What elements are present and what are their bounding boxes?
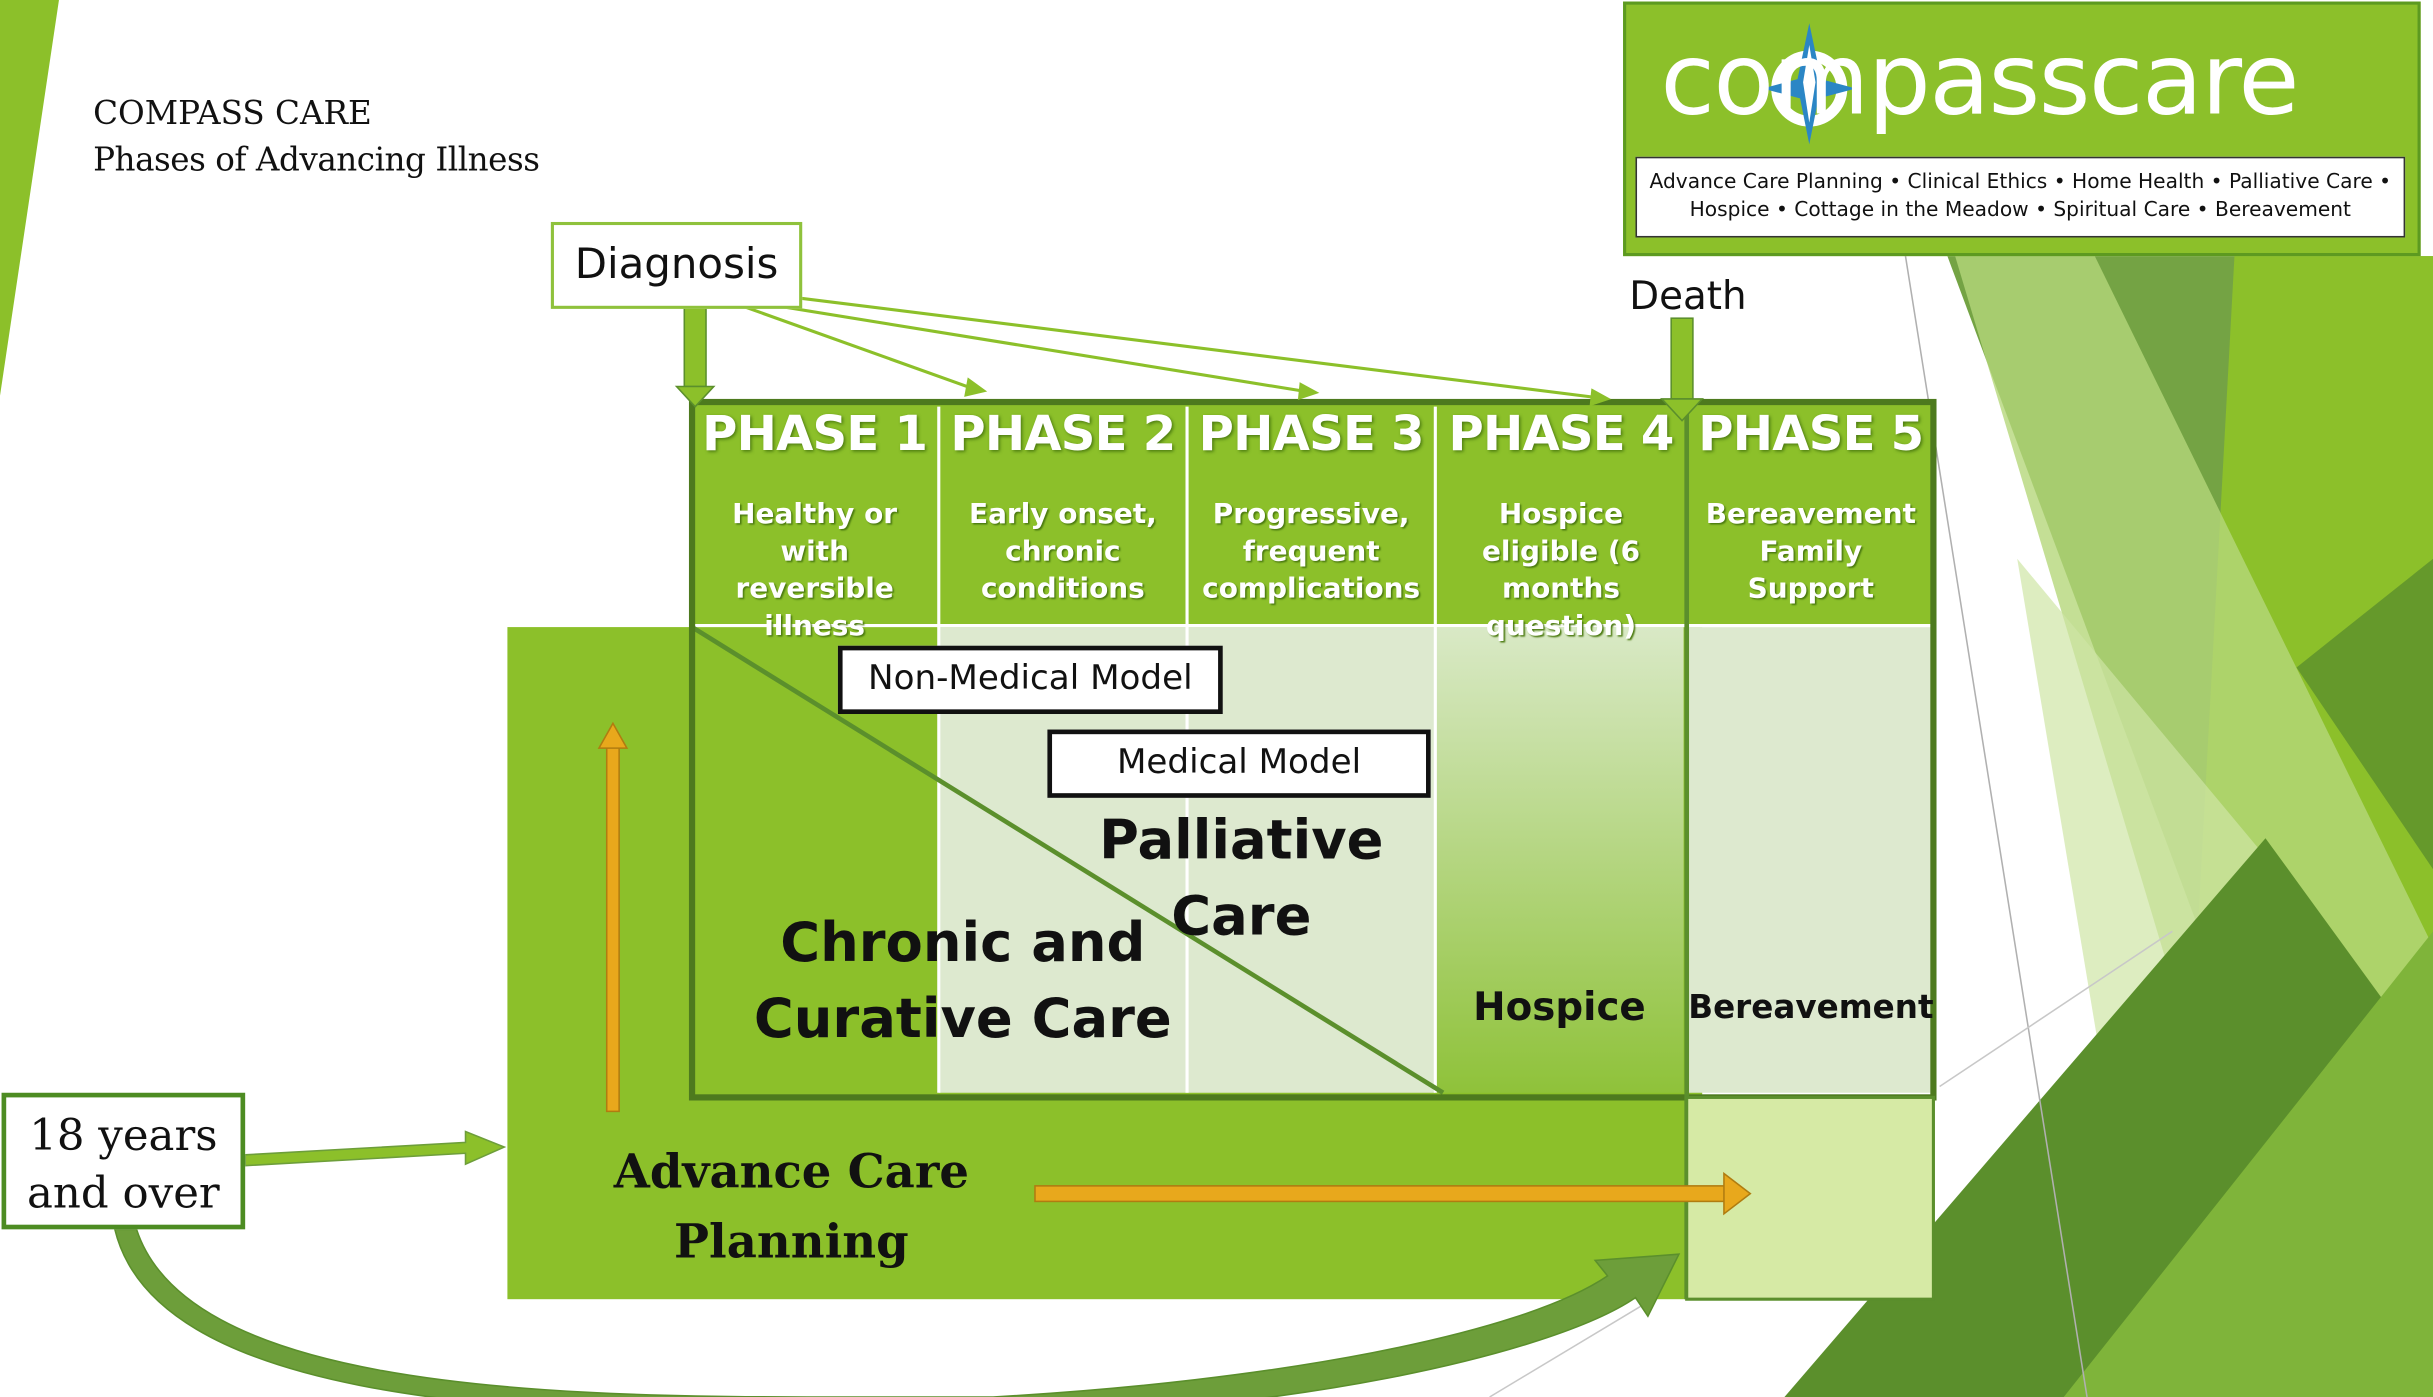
logo-wordmark: compasscare (1660, 23, 2299, 139)
phase-3-cell (1187, 627, 1436, 1093)
medical-model-box: Medical Model (1047, 729, 1431, 798)
page-title: COMPASS CARE Phases of Advancing Illness (93, 90, 540, 183)
logo-tagline-line-1: Advance Care Planning • Clinical Ethics … (1649, 170, 2392, 195)
phase-5-cell (1686, 627, 1932, 1093)
compass-rose-icon (1762, 23, 1856, 145)
age-arrow (244, 1130, 507, 1167)
non-medical-model-box: Non-Medical Model (837, 645, 1223, 715)
phase-5-title: PHASE 5 (1698, 406, 1924, 463)
title-line-1: COMPASS CARE (93, 94, 372, 132)
hospice-label: Hospice (1473, 984, 1646, 1030)
phase-header-band (692, 402, 1934, 626)
logo-tagline: Advance Care Planning • Clinical Ethics … (1635, 156, 2406, 238)
diagonal-divider (690, 625, 1445, 1095)
diagnosis-box: Diagnosis (550, 221, 803, 309)
phase-3-title: PHASE 3 (1198, 406, 1425, 463)
bereavement-label: Bereavement (1688, 988, 1934, 1027)
death-label: Death (1629, 273, 1747, 319)
death-arrow (1660, 317, 1704, 422)
phase-4-header: PHASE 4 Hospice eligible (6 months quest… (1437, 406, 1685, 643)
compass-care-logo: compasscare Advance Care Planning • Clin… (1623, 1, 2421, 257)
phase-5-header: PHASE 5 Bereavement Family Support (1687, 407, 1935, 624)
advance-care-planning-label: Advance Care Planning (613, 1145, 969, 1270)
phase-2-header: PHASE 2 Early onset, chronic conditions (939, 407, 1187, 624)
chronic-curative-care-label: Chronic and Curative Care (753, 912, 1172, 1051)
palliative-care-label: Palliative Care (1099, 810, 1384, 949)
phase-1-desc: Healthy or with reversible illness (732, 498, 898, 643)
phase-5-desc: Bereavement Family Support (1705, 498, 1916, 606)
phase-4-cell (1435, 627, 1684, 1093)
phase-1-title: PHASE 1 (702, 406, 928, 463)
phase-4-title: PHASE 4 (1448, 406, 1674, 463)
curved-arrow (113, 1228, 1681, 1397)
orange-up-arrow (597, 721, 629, 1113)
orange-right-arrow (1034, 1171, 1752, 1216)
phases-border (688, 398, 1937, 1101)
phase-1-header: PHASE 1 Healthy or with reversible illne… (691, 406, 939, 643)
phase-3-header: PHASE 3 Progressive, frequent complicati… (1187, 407, 1435, 624)
title-line-2: Phases of Advancing Illness (93, 141, 540, 179)
age-box: 18 years and over (1, 1092, 246, 1230)
logo-tagline-line-2: Hospice • Cottage in the Meadow • Spirit… (1689, 198, 2351, 222)
phase-2-desc: Early onset, chronic conditions (968, 498, 1157, 606)
phase-2-title: PHASE 2 (950, 406, 1176, 463)
phase-4-desc: Hospice eligible (6 months question) (1481, 498, 1641, 643)
diagnosis-arrows (674, 296, 1612, 408)
phase-3-desc: Progressive, frequent complications (1202, 498, 1421, 606)
